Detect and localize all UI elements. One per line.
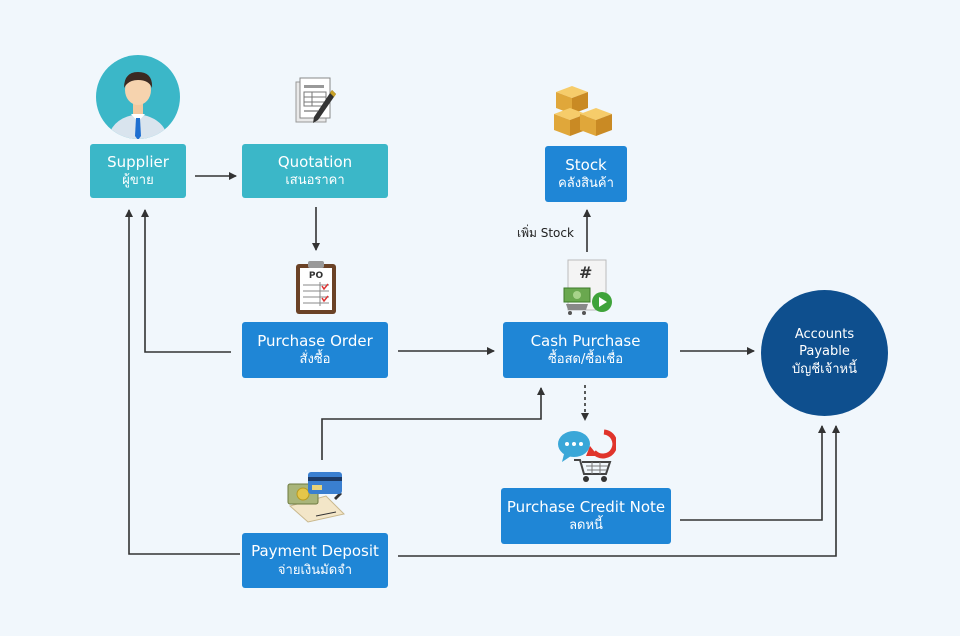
purchase-credit-note-title: Purchase Credit Note: [506, 497, 666, 516]
quotation-node: Quotation เสนอราคา: [242, 144, 388, 198]
hash-badge-text: #: [579, 263, 592, 282]
cash-purchase-subtitle: ซื้อสด/ซื้อเชื่อ: [547, 352, 624, 368]
credit-note-cart-icon: [558, 429, 616, 482]
supplier-node: Supplier ผู้ขาย: [90, 144, 186, 198]
accounts-payable-title-line2: Payable: [799, 343, 850, 359]
arrow-deposit-to-supplier: [125, 209, 240, 555]
po-badge-text: PO: [309, 271, 324, 281]
cash-purchase-node: Cash Purchase ซื้อสด/ซื้อเชื่อ: [503, 322, 668, 378]
stock-title: Stock: [565, 155, 607, 174]
payment-card-icon: [287, 472, 345, 523]
accounts-payable-node: Accounts Payable บัญชีเจ้าหนี้: [761, 290, 888, 416]
po-clipboard-icon: PO: [296, 261, 336, 314]
quotation-document-icon: [295, 77, 336, 123]
arrow-po-to-supplier: [141, 209, 231, 353]
add-stock-label: เพิ่ม Stock: [517, 226, 574, 240]
cash-purchase-title: Cash Purchase: [530, 331, 641, 350]
payment-deposit-subtitle: จ่ายเงินมัดจำ: [277, 562, 353, 578]
purchase-credit-note-subtitle: ลดหนี้: [569, 518, 603, 534]
purchase-order-title: Purchase Order: [257, 331, 373, 350]
cash-purchase-icon: #: [563, 259, 612, 315]
arrow-credit-note-to-ap: [680, 425, 826, 521]
purchase-order-subtitle: สั่งซื้อ: [299, 352, 331, 368]
stock-boxes-icon: [554, 86, 612, 136]
quotation-subtitle: เสนอราคา: [285, 173, 345, 189]
purchase-order-node: Purchase Order สั่งซื้อ: [242, 322, 388, 378]
accounts-payable-title-line1: Accounts: [794, 326, 855, 342]
supplier-subtitle: ผู้ขาย: [122, 173, 154, 189]
purchase-credit-note-node: Purchase Credit Note ลดหนี้: [501, 488, 671, 544]
payment-deposit-node: Payment Deposit จ่ายเงินมัดจำ: [242, 533, 388, 588]
arrow-deposit-to-cash-purchase: [321, 387, 545, 460]
person-avatar-icon: [96, 55, 180, 139]
quotation-title: Quotation: [277, 152, 353, 171]
accounts-payable-subtitle: บัญชีเจ้าหนี้: [792, 362, 857, 378]
arrow-deposit-to-ap: [398, 425, 840, 557]
stock-node: Stock คลังสินค้า: [545, 146, 627, 202]
stock-subtitle: คลังสินค้า: [558, 176, 614, 192]
supplier-title: Supplier: [107, 152, 169, 171]
payment-deposit-title: Payment Deposit: [251, 542, 379, 560]
